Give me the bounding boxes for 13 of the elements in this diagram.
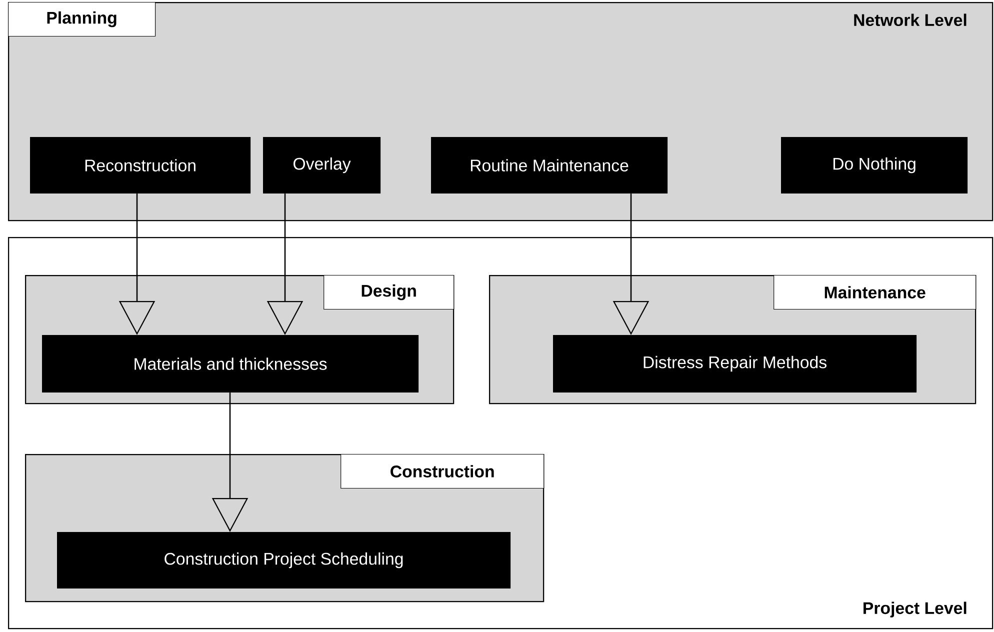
tab-label: Maintenance — [774, 275, 976, 310]
action-box: Routine Maintenance — [431, 137, 668, 194]
action-box: Construction Project Scheduling — [57, 532, 511, 589]
action-box: Distress Repair Methods — [553, 335, 917, 393]
action-box: Reconstruction — [30, 137, 251, 194]
action-box: Materials and thicknesses — [42, 335, 419, 393]
tab-label: Planning — [8, 2, 156, 37]
action-box: Do Nothing — [781, 137, 968, 194]
action-box: Overlay — [263, 137, 381, 194]
level-label: Project Level — [864, 602, 966, 618]
tab-label: Design — [324, 275, 454, 310]
tab-label: Construction — [340, 454, 544, 489]
level-label: Network Level — [854, 14, 966, 26]
